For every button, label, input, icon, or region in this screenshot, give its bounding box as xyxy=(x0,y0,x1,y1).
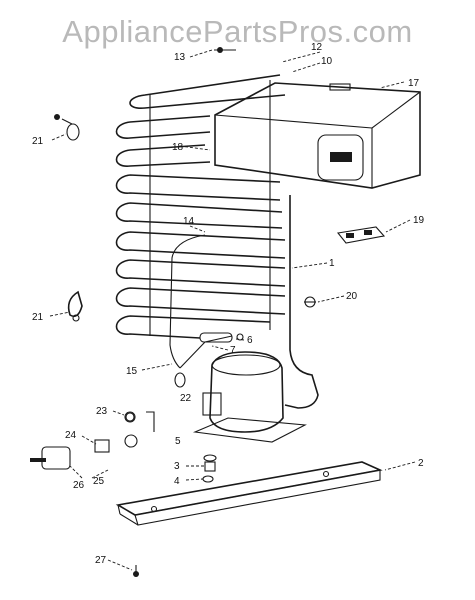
callout-15: 15 xyxy=(126,366,138,377)
callout-27: 27 xyxy=(95,555,107,566)
part-22 xyxy=(174,372,186,388)
callout-25: 25 xyxy=(93,476,105,487)
callout-5: 5 xyxy=(175,436,181,447)
leader-lines xyxy=(49,49,416,571)
clip-21-top xyxy=(54,114,80,141)
callout-4: 4 xyxy=(174,476,180,487)
callout-21-top: 21 xyxy=(32,136,44,147)
clip-21-bottom xyxy=(67,290,83,322)
callout-24: 24 xyxy=(65,430,77,441)
callout-labels: 13 12 10 17 21 18 14 19 1 20 21 6 7 15 2… xyxy=(32,42,425,566)
watermark: AppliancePartsPros.com xyxy=(62,14,413,49)
callout-17: 17 xyxy=(408,78,420,89)
callout-6: 6 xyxy=(247,335,253,346)
bracket xyxy=(336,226,386,244)
callout-12: 12 xyxy=(311,42,323,53)
base-plate xyxy=(115,461,383,526)
callout-1: 1 xyxy=(329,258,335,269)
filter-drier xyxy=(199,332,244,343)
callout-21-bottom: 21 xyxy=(32,312,44,323)
callout-23: 23 xyxy=(96,406,108,417)
callout-20: 20 xyxy=(346,291,358,302)
capillary-tube xyxy=(169,234,206,369)
relay-overload xyxy=(30,411,155,470)
callout-19: 19 xyxy=(413,215,425,226)
callout-2: 2 xyxy=(418,458,424,469)
grommets xyxy=(202,454,217,483)
callout-18: 18 xyxy=(172,142,184,153)
callout-26: 26 xyxy=(73,480,85,491)
callout-3: 3 xyxy=(174,461,180,472)
callout-14: 14 xyxy=(183,216,195,227)
refrigerant-tubing xyxy=(284,195,319,409)
evaporator-box xyxy=(214,82,421,189)
compressor xyxy=(192,351,307,443)
screw-13 xyxy=(214,47,236,53)
callout-10: 10 xyxy=(321,56,333,67)
condenser-coil xyxy=(115,74,286,339)
callout-7: 7 xyxy=(230,345,236,356)
callout-22: 22 xyxy=(180,393,192,404)
screw-27 xyxy=(133,565,139,577)
callout-13: 13 xyxy=(174,52,186,63)
grommet-20 xyxy=(304,296,316,308)
part-23 xyxy=(125,412,135,422)
